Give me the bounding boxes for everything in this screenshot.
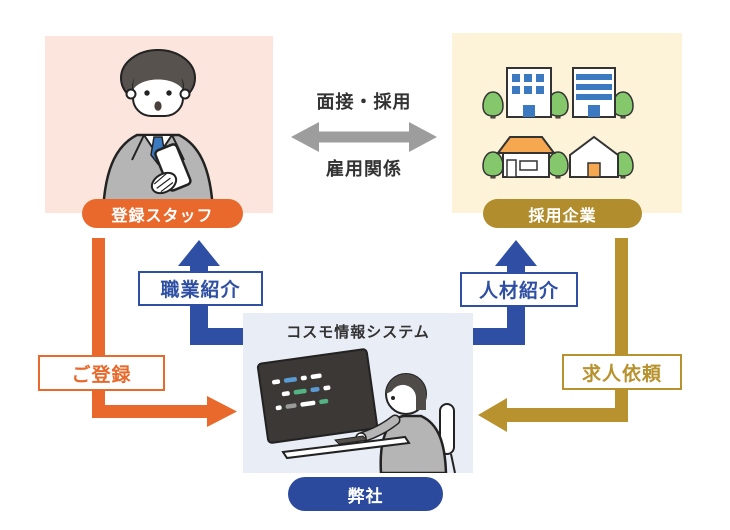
personnel-referral-label: 人材紹介 — [460, 272, 578, 307]
job-referral-label: 職業紹介 — [138, 271, 263, 306]
registration-arrow — [92, 238, 237, 427]
job-request-arrow — [478, 238, 628, 432]
interview-hire-text: 面接・採用 — [316, 92, 412, 113]
our-company-label: 弊社 — [288, 477, 443, 511]
office-building-windows — [506, 67, 552, 118]
hiring-company-box — [452, 33, 682, 213]
operator-at-computer-icon — [256, 348, 456, 473]
house-gable — [569, 135, 619, 178]
system-title: コスモ情報システム — [286, 323, 430, 341]
desk-keyboard — [281, 435, 411, 460]
monitor — [256, 348, 378, 444]
registered-staff-box — [45, 36, 273, 213]
operator — [355, 373, 448, 473]
mutual-double-arrow — [291, 122, 437, 152]
person-with-smartphone-icon — [101, 49, 215, 213]
job-request-label: 求人依頼 — [562, 354, 682, 390]
house-orange-roof — [496, 136, 556, 178]
person-suit — [101, 133, 215, 213]
smartphone — [150, 143, 192, 195]
registered-staff-label: 登録スタッフ — [82, 199, 243, 228]
our-company-box — [243, 313, 473, 473]
employment-relation-text: 雇用関係 — [326, 159, 402, 180]
person-head — [120, 49, 196, 117]
registration-label: ご登録 — [38, 355, 165, 391]
office-building-stripes — [572, 67, 616, 118]
office-buildings-and-houses-icon — [482, 67, 634, 179]
hiring-company-label: 採用企業 — [483, 199, 642, 228]
